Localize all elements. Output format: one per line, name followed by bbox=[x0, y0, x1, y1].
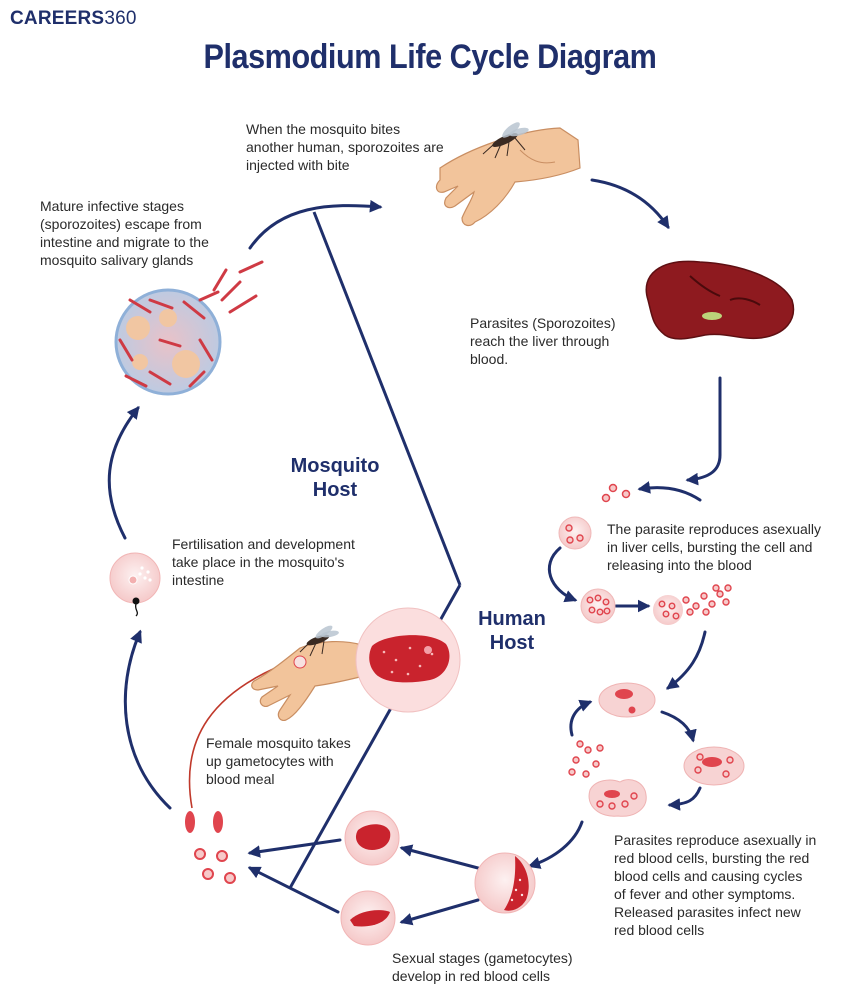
step-female-mosquito-line: blood meal bbox=[206, 771, 275, 787]
brand-logo: CAREERS360 bbox=[10, 8, 137, 30]
lower-mosquito-icon bbox=[299, 625, 339, 657]
gametocyte-cells bbox=[340, 810, 536, 946]
step-gametocytes-line: develop in red blood cells bbox=[392, 968, 550, 984]
page-title: Plasmodium Life Cycle Diagram bbox=[203, 38, 657, 76]
step-sporozoites-escape: Mature infective stages (sporozoites) es… bbox=[40, 197, 209, 269]
gametes bbox=[185, 811, 236, 884]
human-host-label: Human Host bbox=[462, 607, 562, 655]
lower-hand-icon bbox=[251, 640, 369, 721]
human-host-line1: Human bbox=[478, 608, 546, 630]
step-bite-line: injected with bite bbox=[246, 157, 350, 173]
bursting-liver-cell bbox=[653, 595, 683, 625]
infected-liver-cell bbox=[580, 588, 616, 624]
arrow-rbc-up bbox=[569, 699, 593, 737]
step-rbc-line: Parasites reproduce asexually in bbox=[614, 832, 817, 848]
arrow-to-rbc-cycle bbox=[665, 630, 707, 690]
arrow-rbc-right bbox=[660, 710, 697, 743]
step-female-mosquito-line: Female mosquito takes bbox=[206, 735, 351, 751]
arrow-zygote-to-cyst bbox=[107, 406, 140, 540]
step-liver-line: reach the liver through bbox=[470, 333, 610, 349]
step-rbc-line: blood cells and causing cycles bbox=[614, 868, 803, 884]
step-sporozoites-escape-line: (sporozoites) escape from bbox=[40, 216, 202, 232]
arrow-rbc-down bbox=[667, 786, 702, 811]
arrow-to-zygote bbox=[123, 629, 172, 810]
arrow-to-female-gam bbox=[399, 898, 480, 926]
logo-text: CAREERS bbox=[10, 8, 105, 29]
step-bite-line: another human, sporozoites are bbox=[246, 139, 444, 155]
step-liver-cells: The parasite reproduces asexually in liv… bbox=[607, 520, 821, 574]
released-merozoites-top bbox=[601, 483, 631, 503]
step-gametocytes: Sexual stages (gametocytes) develop in r… bbox=[392, 949, 573, 985]
zygote-icon bbox=[109, 552, 161, 617]
liver-cell bbox=[558, 516, 592, 550]
step-rbc-line: red blood cells bbox=[614, 922, 705, 938]
liver-icon bbox=[645, 260, 795, 340]
arrow-liver-cell-down bbox=[547, 546, 578, 603]
cycle-arrows bbox=[107, 178, 722, 926]
mosquito-icon bbox=[482, 122, 529, 159]
arrow-to-gametocyte-cell bbox=[527, 820, 584, 869]
step-liver-line: Parasites (Sporozoites) bbox=[470, 315, 616, 331]
step-sporozoites-escape-line: intestine and migrate to the bbox=[40, 234, 209, 250]
step-liver-cells-line: The parasite reproduces asexually bbox=[607, 521, 822, 537]
arrow-gam-to-mix1 bbox=[247, 838, 342, 858]
human-host-line2: Host bbox=[489, 632, 535, 654]
step-female-mosquito: Female mosquito takes up gametocytes wit… bbox=[206, 734, 351, 788]
step-fertilisation-line: Fertilisation and development bbox=[172, 536, 355, 552]
cyst-icon bbox=[114, 260, 264, 396]
magnified-blood-icon bbox=[355, 607, 461, 713]
step-liver-cells-line: releasing into the blood bbox=[607, 557, 752, 573]
step-sporozoites-escape-line: mosquito salivary glands bbox=[40, 252, 194, 268]
arrow-cyst-to-bite bbox=[248, 199, 383, 250]
step-sporozoites-escape-line: Mature infective stages bbox=[40, 198, 184, 214]
rbc-cycle bbox=[568, 682, 745, 817]
step-liver: Parasites (Sporozoites) reach the liver … bbox=[470, 314, 616, 368]
step-rbc-line: Released parasites infect new bbox=[614, 904, 801, 920]
step-rbc-line: red blood cells, bursting the red bbox=[614, 850, 810, 866]
step-rbc-line: of fever and other symptoms. bbox=[614, 886, 796, 902]
step-bite-line: When the mosquito bites bbox=[246, 121, 401, 137]
step-fertilisation: Fertilisation and development take place… bbox=[172, 535, 355, 589]
arrow-to-merozoites bbox=[637, 481, 702, 502]
arrow-liver-down bbox=[685, 376, 722, 486]
mosquito-host-line2: Host bbox=[312, 479, 358, 501]
step-liver-line: blood. bbox=[470, 351, 509, 367]
step-fertilisation-line: take place in the mosquito's bbox=[172, 554, 345, 570]
hand-icon bbox=[435, 127, 581, 227]
bursting-rbc bbox=[588, 779, 647, 817]
arrow-bite-to-liver bbox=[590, 178, 670, 230]
mosquito-host-line1: Mosquito bbox=[290, 455, 380, 477]
blood-cell-icon bbox=[558, 483, 732, 625]
step-liver-cells-line: in liver cells, bursting the cell and bbox=[607, 539, 813, 555]
arrow-gam-to-mix2 bbox=[247, 866, 340, 914]
mosquito-host-label: Mosquito Host bbox=[280, 454, 390, 502]
step-bite: When the mosquito bites another human, s… bbox=[246, 120, 444, 174]
step-gametocytes-line: Sexual stages (gametocytes) bbox=[392, 950, 573, 966]
step-rbc: Parasites reproduce asexually in red blo… bbox=[614, 831, 816, 939]
logo-number: 360 bbox=[104, 8, 137, 29]
arrow-to-male-gam bbox=[399, 844, 480, 870]
step-female-mosquito-line: up gametocytes with bbox=[206, 753, 334, 769]
step-fertilisation-line: intestine bbox=[172, 572, 225, 588]
